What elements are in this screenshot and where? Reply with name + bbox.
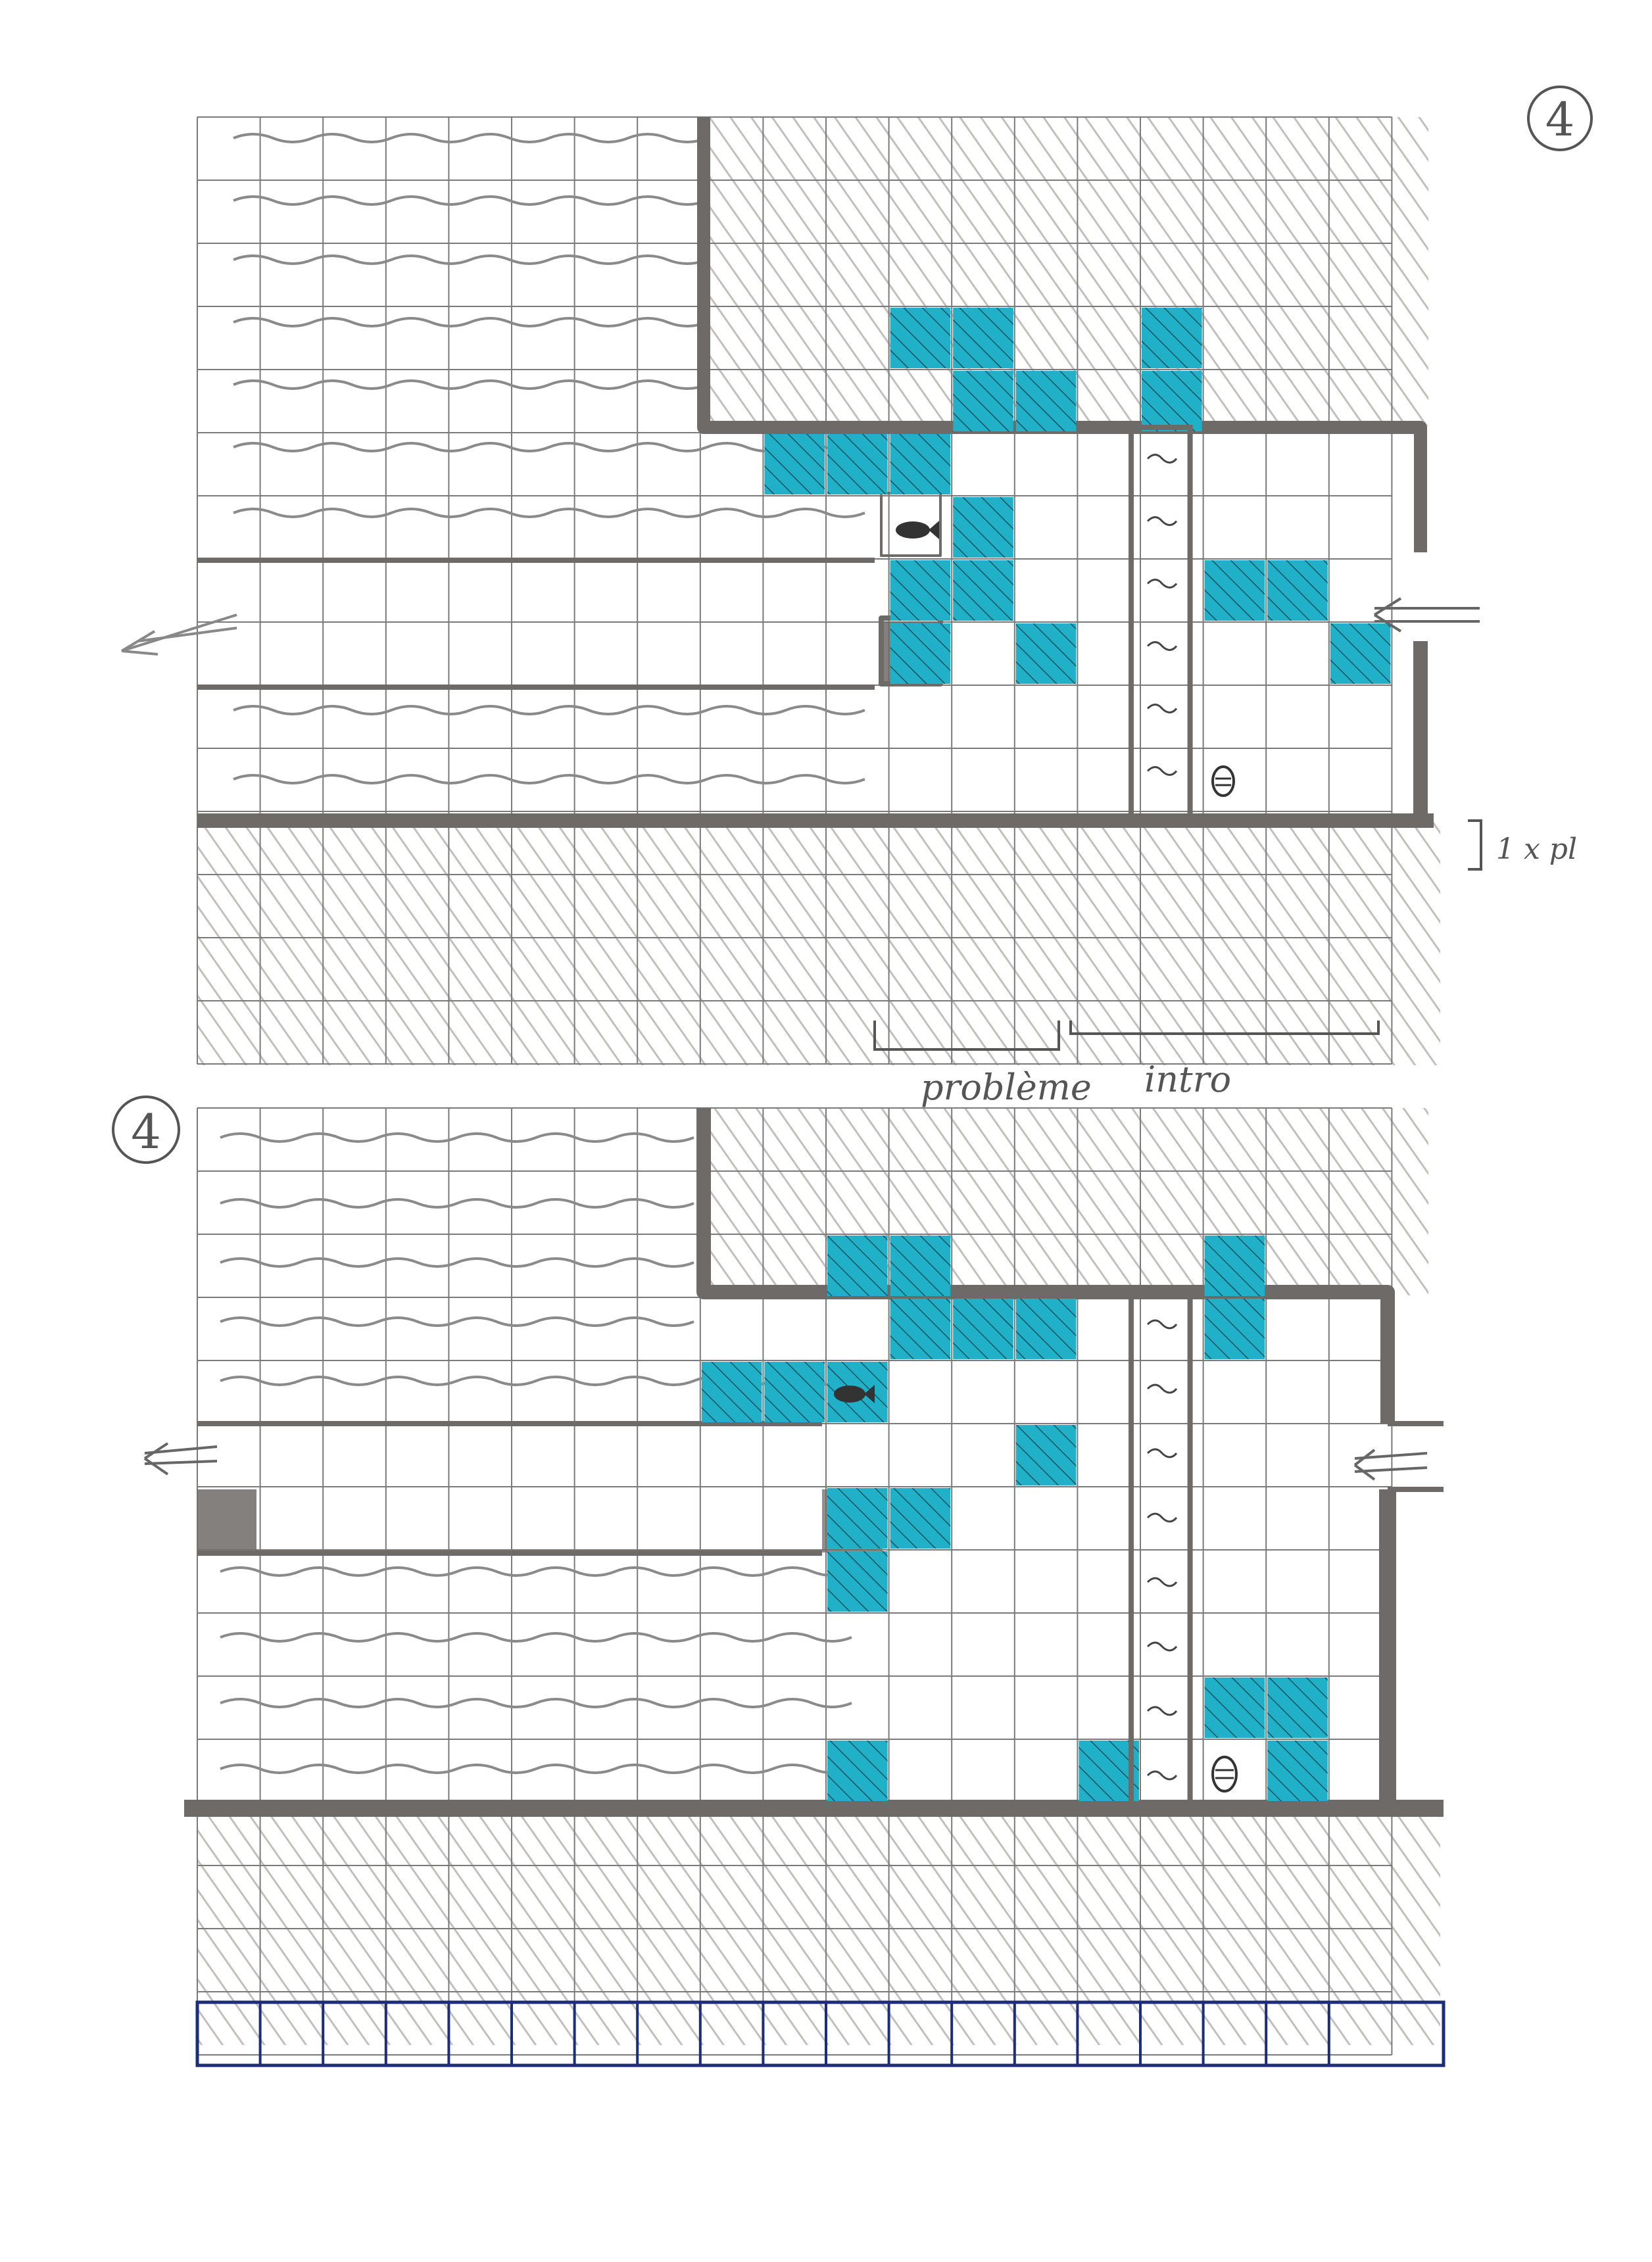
circle-icon: 4: [113, 1097, 179, 1163]
block-tile-hatch: [827, 434, 888, 494]
hatch-area: [698, 1108, 1428, 1295]
water-wave: [220, 1568, 852, 1576]
block-tile-hatch: [890, 1299, 951, 1359]
column-wave: [1148, 1320, 1177, 1328]
level-sketch-top: 4 1 x pl problème intro: [122, 87, 1591, 1108]
column-wave: [1148, 1449, 1177, 1457]
wall-block: [197, 1489, 256, 1550]
page-number-bottom: 4: [131, 1104, 161, 1159]
water-wave: [233, 509, 865, 517]
block-tile-hatch: [1205, 1677, 1265, 1738]
arrow-in-icon: [1355, 1450, 1427, 1480]
block-tile-hatch: [764, 434, 825, 494]
block-tile-hatch: [827, 1236, 888, 1296]
block-tile-hatch: [1205, 560, 1265, 621]
egg-icon: [1213, 767, 1234, 796]
water-wave: [233, 134, 707, 142]
label-intro: intro: [1144, 1059, 1231, 1100]
water-wave: [220, 1318, 694, 1326]
block-tile-hatch: [890, 308, 951, 368]
block-tile-hatch: [953, 497, 1013, 558]
hatch-area: [197, 815, 1440, 1065]
fish-icon: [896, 521, 939, 539]
block-tile-hatch: [827, 1488, 888, 1549]
column-wave: [1148, 1771, 1177, 1779]
block-tile-hatch: [764, 1362, 825, 1422]
block-tile-hatch: [702, 1362, 762, 1422]
column-wave: [1148, 1578, 1177, 1586]
column-wave: [1148, 705, 1177, 713]
circle-icon: 4: [1528, 87, 1591, 150]
water-wave: [220, 1199, 694, 1207]
water-wave: [233, 197, 707, 205]
egg-icon: [1213, 1757, 1236, 1791]
block-tile-hatch: [890, 560, 951, 621]
page-number-top: 4: [1545, 93, 1575, 147]
water-wave: [233, 775, 865, 783]
block-tile-hatch: [890, 434, 951, 494]
block-tile-hatch: [1142, 308, 1202, 368]
block-tile-hatch: [890, 623, 951, 684]
block-tile-hatch: [1267, 1741, 1328, 1801]
column-wave: [1148, 642, 1177, 650]
label-problem: problème: [921, 1067, 1092, 1108]
block-tile-hatch: [1016, 371, 1077, 431]
column-wave: [1148, 517, 1177, 525]
block-tile-hatch: [953, 560, 1013, 621]
block-tile-hatch: [890, 1488, 951, 1549]
block-tile-hatch: [1016, 1425, 1077, 1485]
block-tile-hatch: [953, 371, 1013, 431]
thickness-bracket: [1468, 821, 1481, 869]
block-tile-hatch: [1267, 560, 1328, 621]
block-tile-hatch: [1205, 1236, 1265, 1296]
column-wave: [1148, 1707, 1177, 1715]
block-tile-hatch: [890, 1236, 951, 1296]
block-tile-hatch: [1267, 1677, 1328, 1738]
block-tile-hatch: [1016, 1299, 1077, 1359]
block-tile-hatch: [1205, 1299, 1265, 1359]
block-tile-hatch: [827, 1741, 888, 1801]
water-wave: [233, 381, 707, 389]
water-wave: [220, 1259, 694, 1266]
arrow-left-icon: [145, 1443, 217, 1474]
water-wave: [220, 1633, 852, 1641]
block-tile-hatch: [953, 1299, 1013, 1359]
water-wave: [233, 706, 865, 714]
block-tile-hatch: [827, 1551, 888, 1612]
column-wave: [1148, 455, 1177, 463]
level-sketch-bottom: 4: [113, 1097, 1444, 2065]
water-wave: [220, 1134, 694, 1142]
column-wave: [1148, 1514, 1177, 1522]
block-tile-hatch: [1330, 623, 1391, 684]
water-wave: [233, 318, 707, 326]
hatch-area: [197, 1808, 1440, 2045]
block-tile-hatch: [1016, 623, 1077, 684]
column-wave: [1148, 1643, 1177, 1650]
arrow-left-icon: [122, 615, 237, 654]
column-wave: [1148, 767, 1177, 775]
column-wave: [1148, 1385, 1177, 1393]
block-tile-hatch: [953, 308, 1013, 368]
water-wave: [220, 1765, 852, 1773]
block-tile-hatch: [1142, 371, 1202, 431]
thickness-note: 1 x pl: [1496, 832, 1577, 866]
water-wave: [233, 256, 707, 264]
water-wave: [220, 1699, 852, 1707]
column-wave: [1148, 580, 1177, 588]
